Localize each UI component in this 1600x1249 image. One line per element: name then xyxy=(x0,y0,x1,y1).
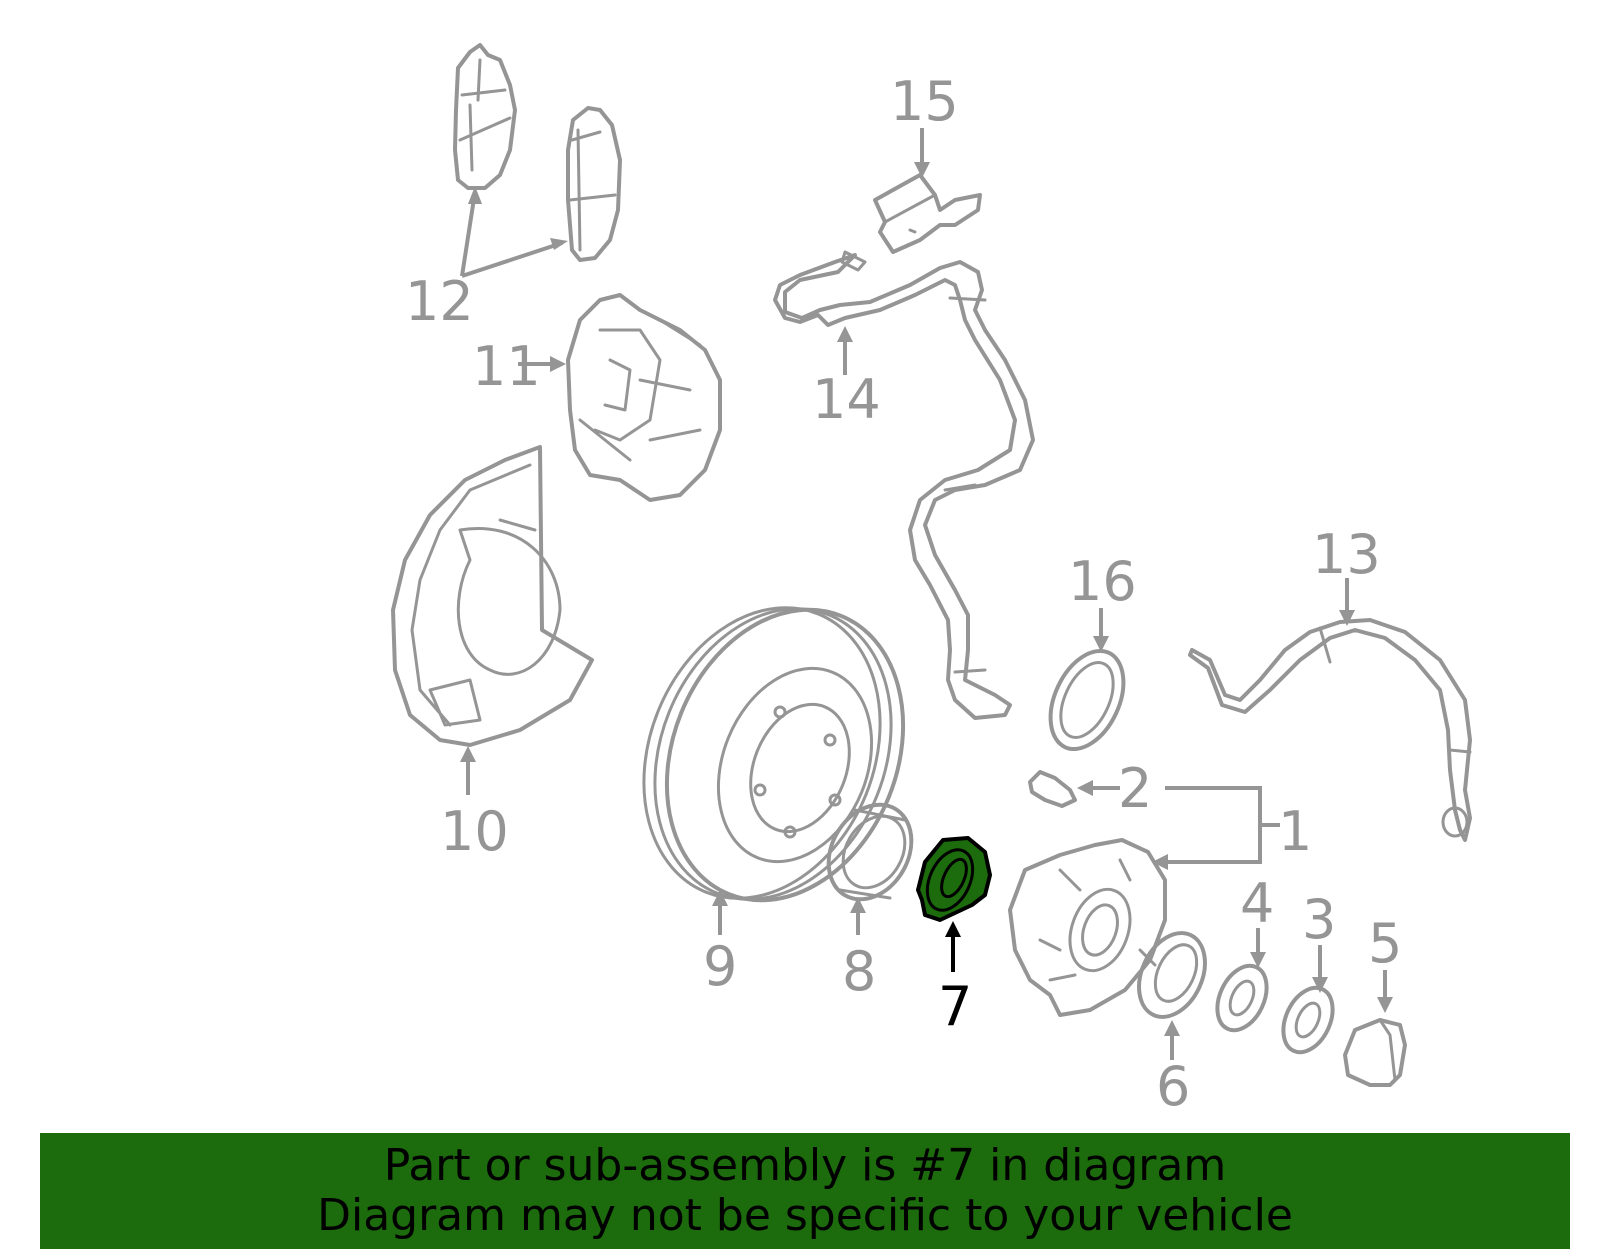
callout-4: 4 xyxy=(1240,872,1274,935)
callout-5: 5 xyxy=(1368,912,1402,975)
callout-8: 8 xyxy=(842,940,876,1003)
brake-caliper-part-11[interactable] xyxy=(566,293,722,502)
nut-part-3[interactable] xyxy=(1274,980,1343,1060)
callout-11: 11 xyxy=(472,335,541,398)
callout-numbers: 12 11 10 15 14 16 13 9 8 7 2 1 4 3 5 6 xyxy=(405,70,1402,1118)
seal-part-6[interactable] xyxy=(1126,922,1218,1027)
callout-12: 12 xyxy=(405,270,474,333)
brake-rotor-part-9[interactable] xyxy=(602,572,945,936)
wheel-stud-part-2[interactable] xyxy=(1028,770,1077,808)
leader-lines xyxy=(460,128,1393,1060)
seal-part-8[interactable] xyxy=(812,790,928,915)
callout-14: 14 xyxy=(812,368,881,431)
brake-hose-part-13[interactable] xyxy=(1188,618,1472,842)
seal-part-16[interactable] xyxy=(1036,639,1138,760)
info-banner: Part or sub-assembly is #7 in diagram Di… xyxy=(40,1133,1570,1249)
callout-16: 16 xyxy=(1068,550,1137,613)
banner-line-2: Diagram may not be specific to your vehi… xyxy=(317,1190,1293,1241)
callout-3: 3 xyxy=(1302,888,1336,951)
callout-13: 13 xyxy=(1312,523,1381,586)
callout-2: 2 xyxy=(1118,757,1152,820)
callout-7-highlighted: 7 xyxy=(938,975,972,1038)
callout-9: 9 xyxy=(703,935,737,998)
callout-6: 6 xyxy=(1156,1055,1190,1118)
dust-shield-part-10[interactable] xyxy=(391,445,594,747)
knuckle-part-1[interactable] xyxy=(1008,838,1167,1017)
bracket-part-15[interactable] xyxy=(873,173,982,254)
brake-pads-part-12[interactable] xyxy=(453,43,622,262)
callout-1: 1 xyxy=(1278,800,1312,863)
banner-line-1: Part or sub-assembly is #7 in diagram xyxy=(383,1140,1227,1191)
washer-part-4[interactable] xyxy=(1208,958,1277,1038)
abs-sensor-harness-part-14[interactable] xyxy=(773,250,1035,720)
bearing-part-7-highlighted[interactable] xyxy=(916,836,992,922)
callout-10: 10 xyxy=(440,800,509,863)
callout-15: 15 xyxy=(890,70,959,133)
grease-cap-part-5[interactable] xyxy=(1343,1018,1407,1087)
